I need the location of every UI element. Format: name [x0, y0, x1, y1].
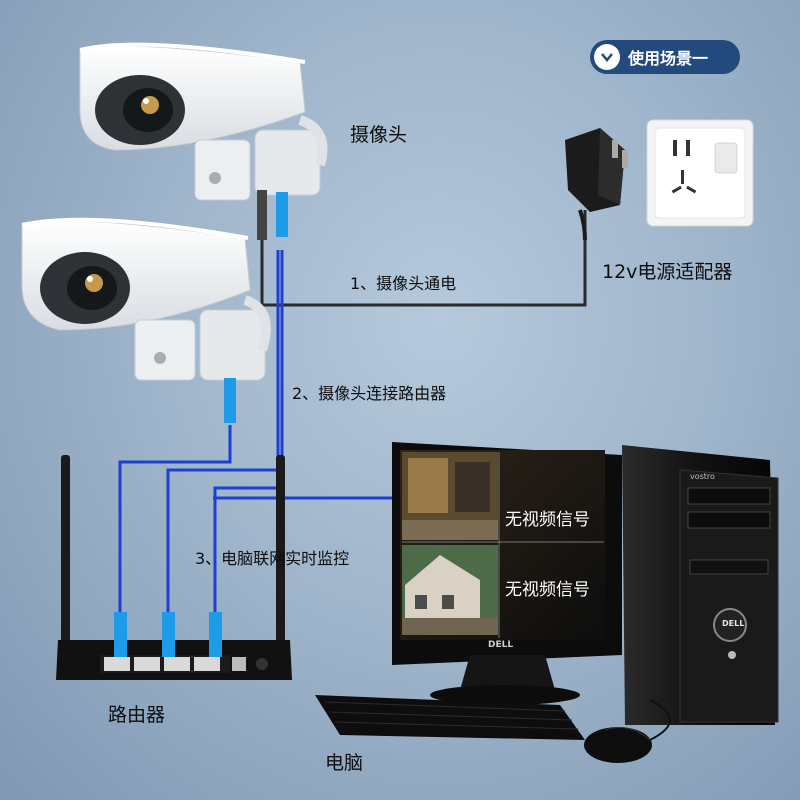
camera-top: [79, 42, 328, 201]
rj45-connector-top: [276, 192, 288, 237]
monitor-icon: [392, 442, 622, 705]
computer-label: 电脑: [325, 752, 364, 774]
router-label: 路由器: [108, 704, 166, 726]
keyboard-icon: [315, 695, 585, 740]
scenario-badge: 使用场景一: [590, 40, 740, 74]
camera-bottom: [21, 217, 271, 381]
tower-model: vostro: [690, 472, 715, 481]
power-adapter-icon: [565, 128, 628, 241]
step-1-label: 1、摄像头通电: [350, 274, 457, 293]
chevron-down-icon: [594, 44, 620, 70]
monitor-brand: DELL: [488, 640, 514, 650]
scenario-badge-label: 使用场景一: [628, 49, 709, 68]
mouse-icon: [584, 699, 671, 763]
computer-tower-icon: [622, 445, 779, 725]
monitor-tile-4-text: 无视频信号: [505, 580, 590, 600]
wall-socket-icon: [646, 119, 754, 227]
rj45-connector-bottom: [224, 378, 236, 423]
router-connectors: [114, 612, 222, 657]
step-3-label: 3、电脑联网实时监控: [195, 549, 350, 568]
camera-label: 摄像头: [350, 124, 408, 146]
dc-plug-top: [257, 190, 267, 240]
adapter-label: 12v电源适配器: [602, 261, 733, 283]
step-2-label: 2、摄像头连接路由器: [292, 384, 447, 403]
tower-brand: DELL: [722, 619, 745, 628]
monitor-tile-2-text: 无视频信号: [505, 510, 590, 530]
